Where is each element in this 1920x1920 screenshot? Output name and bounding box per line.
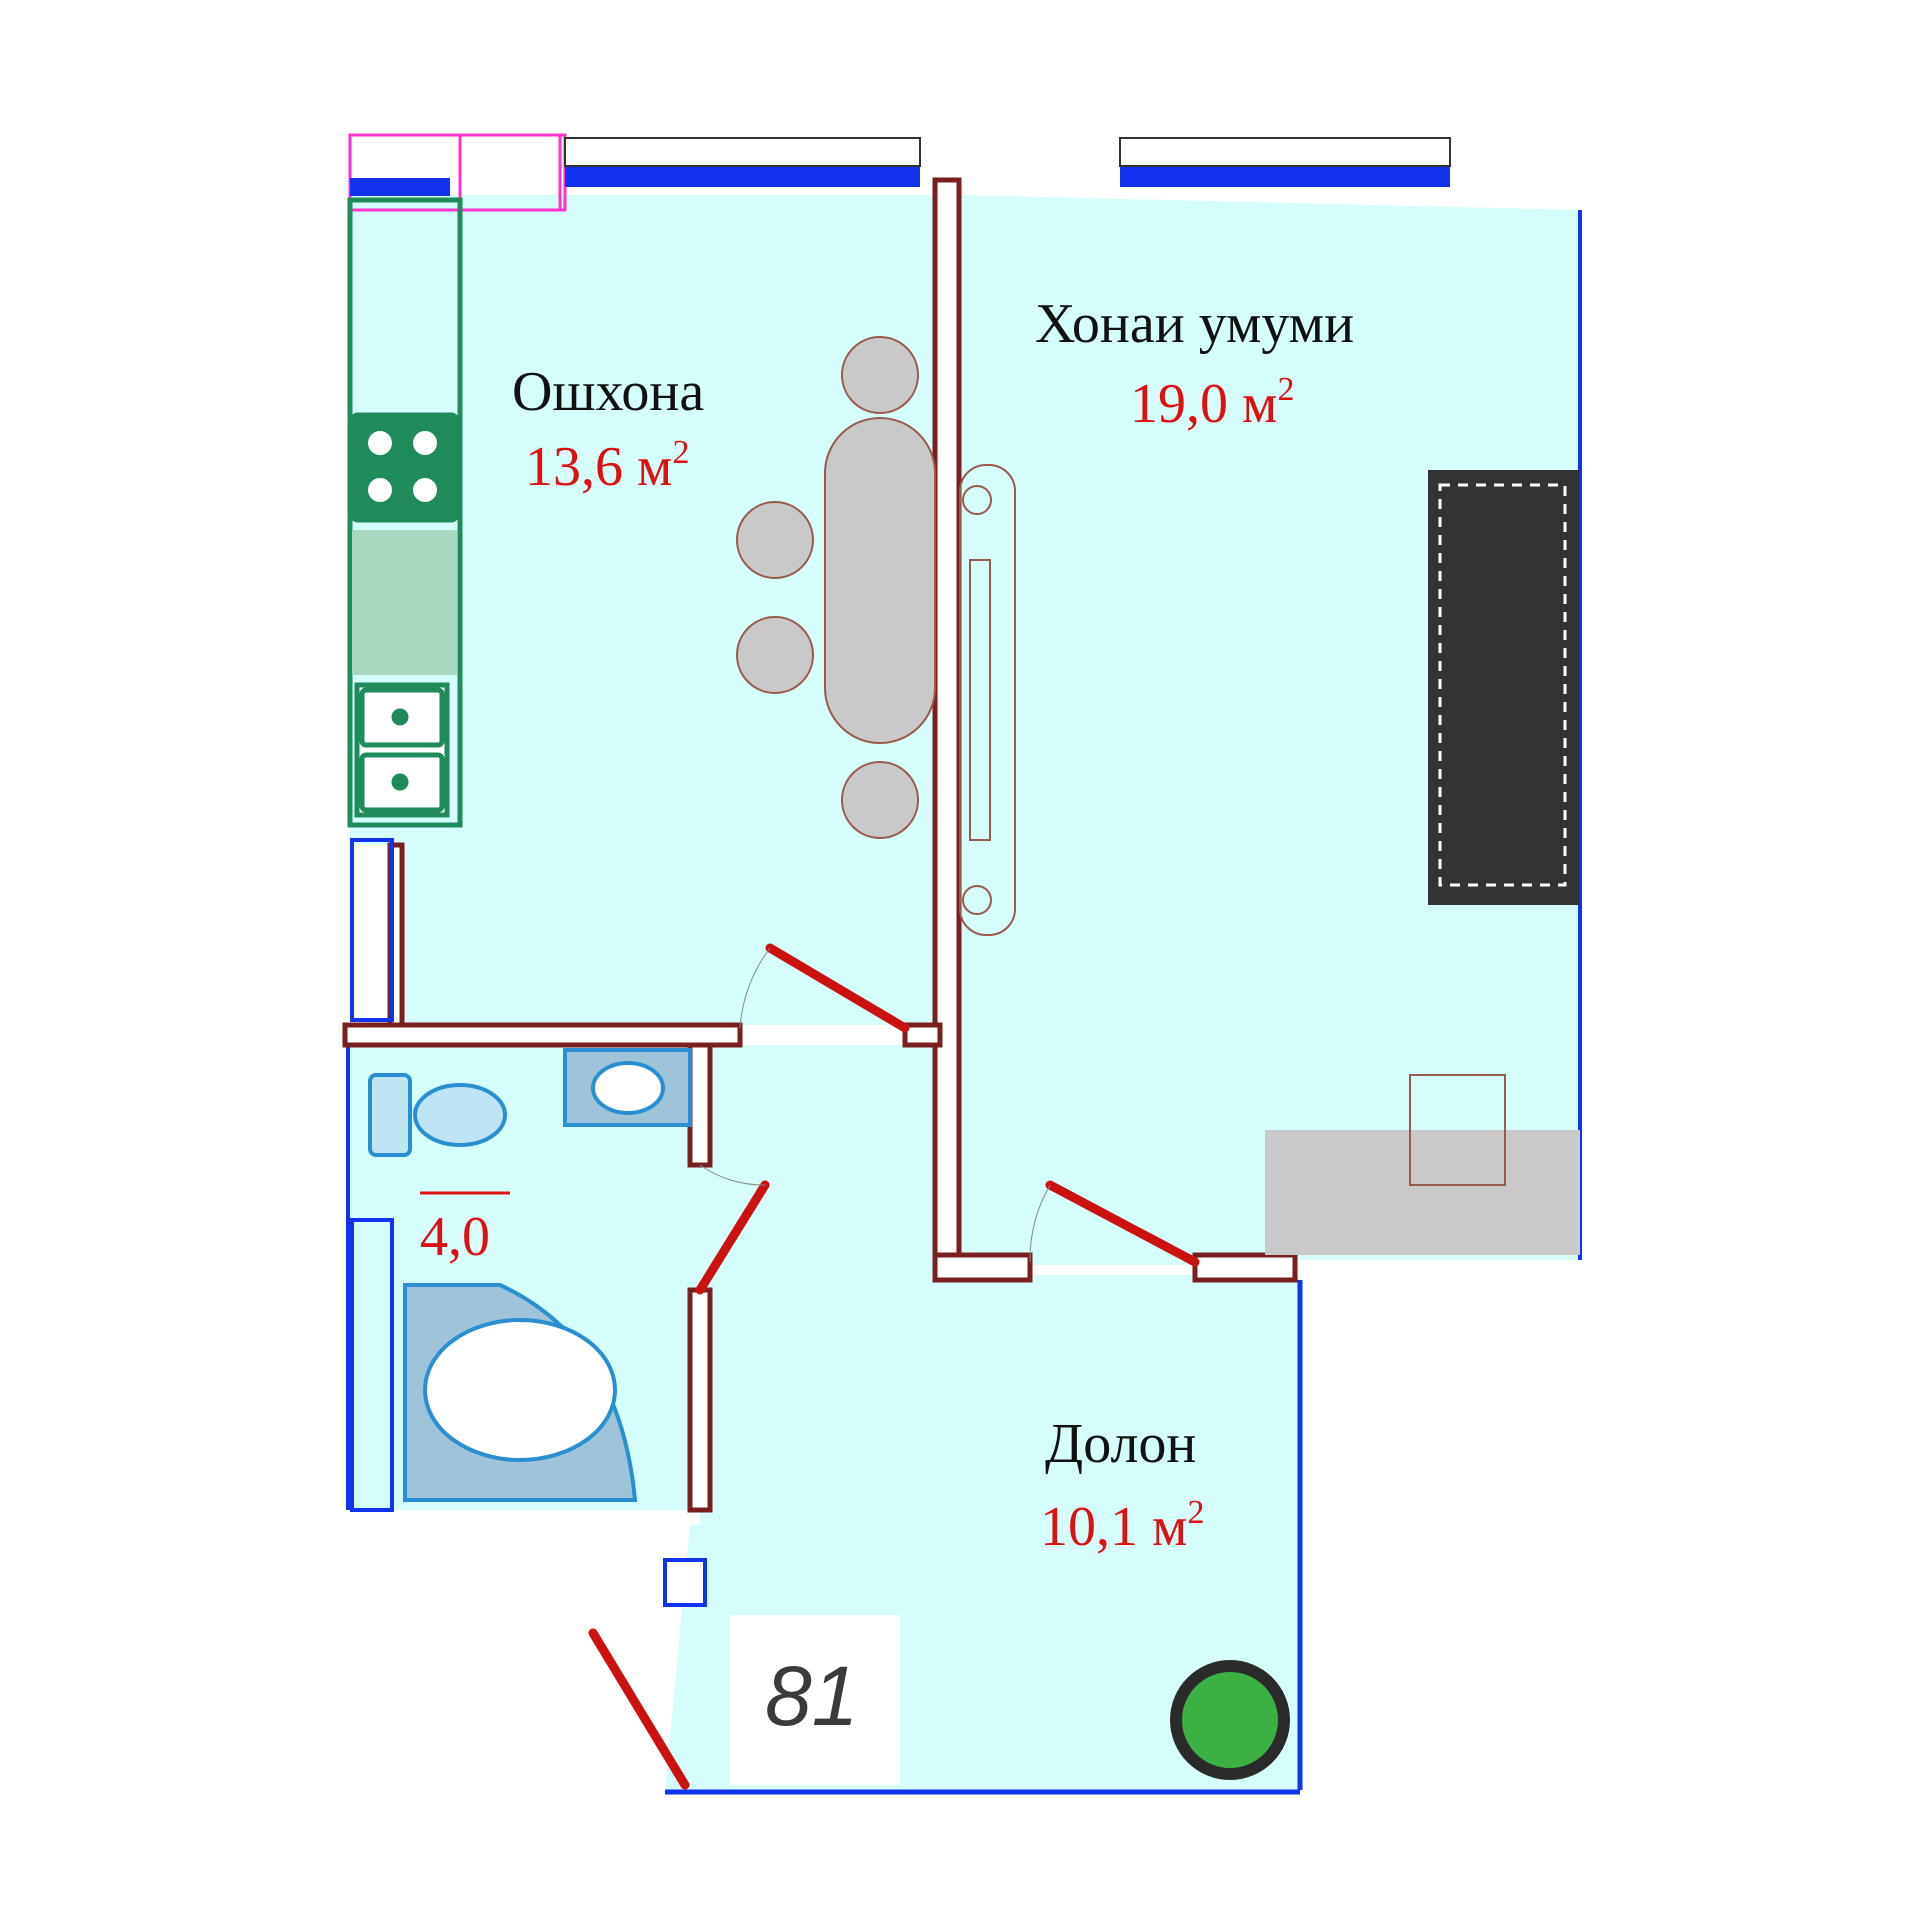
stove-icon [349, 412, 460, 523]
window-center [565, 165, 920, 187]
chair-icon [736, 501, 814, 579]
kitchen-units [347, 197, 463, 828]
bathtub-icon [403, 1283, 638, 1502]
toilet-icon [368, 1073, 507, 1157]
dining-table-icon [824, 417, 936, 744]
door-swings [699, 947, 1051, 1263]
living-door[interactable] [1045, 1180, 1200, 1267]
hall-floor [665, 1045, 1300, 1790]
wall-living-bottom-right [1192, 1252, 1298, 1283]
entrance-door[interactable] [588, 1628, 690, 1790]
window-left [350, 178, 450, 196]
kitchen-name: Ошхона [512, 361, 704, 423]
dining-area [736, 336, 936, 839]
chair-icon [736, 616, 814, 694]
sink-icon [354, 682, 450, 818]
heating-pipe-2 [350, 1218, 394, 1512]
window-frame-2 [458, 133, 562, 212]
kitchen-area: 13,6 м2 [525, 434, 689, 498]
bathroom-door[interactable] [695, 1180, 770, 1295]
sofa-icon [1428, 470, 1580, 905]
wall-bath-right-top [687, 1042, 713, 1168]
wall-bath-right-bottom [687, 1287, 713, 1513]
wall-kitchen-bottom [342, 1022, 743, 1048]
plant-icon [1170, 1660, 1290, 1780]
apartment-number: 81 [765, 1649, 858, 1743]
living-floor [960, 195, 1580, 1265]
wall-kitchen-bottom-right [902, 1022, 943, 1048]
chair-icon [841, 761, 919, 839]
heating-pipe [350, 838, 394, 1022]
bathroom-area: 4,0 [420, 1206, 490, 1268]
living-area: 19,0 м2 [1130, 371, 1294, 435]
wall-living-bottom-left [932, 1252, 1033, 1283]
chair-icon [841, 336, 919, 414]
tv-stand-icon [959, 464, 1016, 936]
bathroom-fixtures [350, 838, 707, 1607]
wall-kitchen-living [932, 177, 962, 1283]
living-name: Хонаи умуми [1035, 293, 1354, 355]
desk [1265, 1130, 1580, 1255]
kitchen-door[interactable] [765, 943, 910, 1033]
doors [588, 943, 1200, 1790]
kitchen-floor [350, 195, 935, 1025]
floor-areas [350, 195, 1580, 1790]
hall-area: 10,1 м2 [1040, 1494, 1204, 1558]
armchair-icon [1409, 1074, 1506, 1186]
window-sill-2 [1119, 137, 1451, 167]
window-right [1120, 165, 1450, 187]
window-sill [564, 137, 921, 167]
shaft [663, 1558, 707, 1607]
desk-area [1265, 1074, 1580, 1255]
washbasin-icon [563, 1048, 692, 1127]
apartment-number-box [730, 1615, 900, 1785]
counter-texture [352, 530, 457, 675]
hall-name: Долон [1045, 1413, 1196, 1475]
